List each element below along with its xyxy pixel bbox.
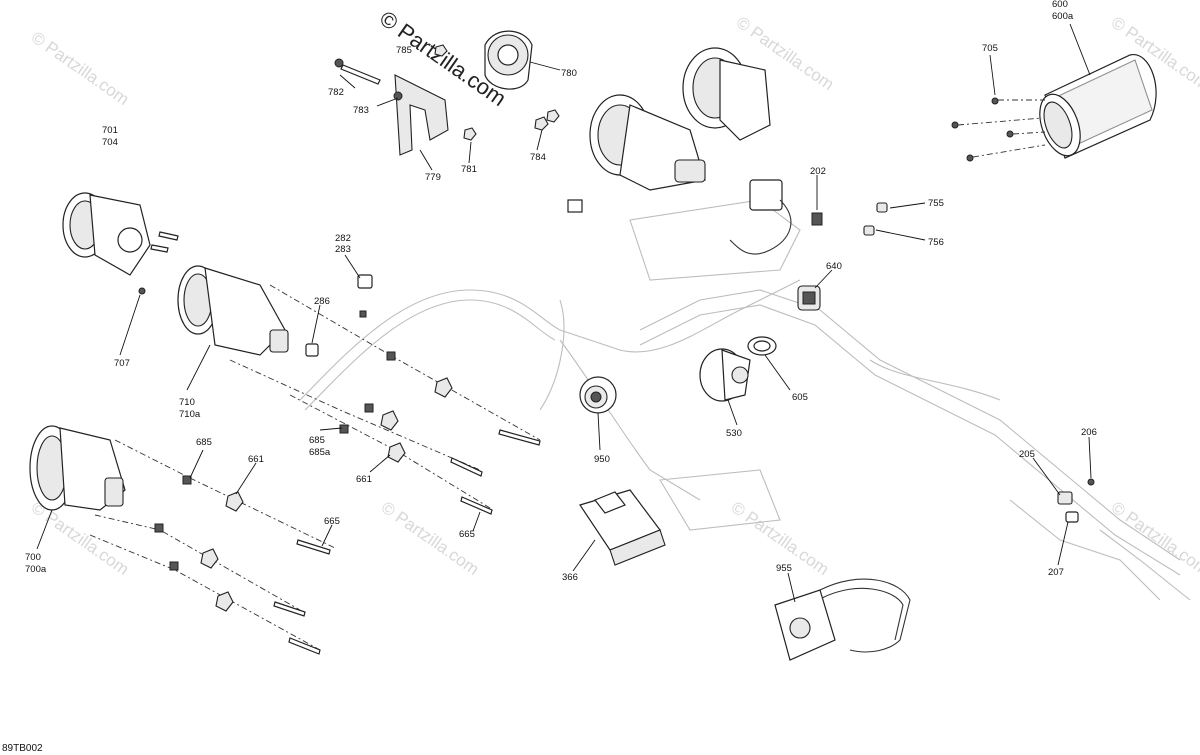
part-755-756-bulbs[interactable] [863,202,888,236]
leader-lines [36,23,1092,603]
part-950-socket[interactable] [579,376,617,414]
label-701: 701 [102,125,118,136]
part-366-module[interactable] [579,489,666,566]
part-780-bracket-light[interactable] [484,30,533,90]
label-685-top: 685 [196,437,212,448]
label-207: 207 [1048,567,1064,578]
label-661-a: 661 [248,454,264,465]
label-605: 605 [792,392,808,403]
part-headlamp-assembly-top[interactable] [567,47,771,213]
part-202-connector[interactable] [729,179,823,255]
part-782-bolt[interactable] [334,58,381,85]
part-605-ring[interactable] [747,336,777,356]
label-785: 785 [396,45,412,56]
label-366: 366 [562,572,578,583]
label-780: 780 [561,68,577,79]
label-705: 705 [982,43,998,54]
label-784: 784 [530,152,546,163]
part-530-lamp[interactable] [699,348,751,402]
label-710a: 710a [179,409,201,420]
part-286-clip[interactable] [305,343,319,357]
watermark-faint: © Partzilla.com [1108,498,1200,579]
label-707: 707 [114,358,130,369]
label-661-b: 661 [356,474,372,485]
part-781-784-nuts[interactable] [434,44,560,141]
part-600-cover[interactable] [1032,54,1157,162]
part-701-lamp-housing[interactable] [62,192,179,295]
label-710: 710 [179,397,195,408]
part-labels: 600 600a 705 785 780 782 783 781 784 779… [25,0,1097,583]
label-665-a: 665 [324,516,340,527]
label-202: 202 [810,166,826,177]
part-779-bracket[interactable] [393,74,449,156]
part-282-283-clip[interactable] [357,274,373,318]
label-206: 206 [1081,427,1097,438]
label-665-b: 665 [459,529,475,540]
part-700-lamp[interactable] [29,425,126,511]
assembly-lines-710 [229,284,541,515]
label-600: 600 [1052,0,1068,10]
wiring-harness [299,199,1191,601]
label-950: 950 [594,454,610,465]
label-756: 756 [928,237,944,248]
label-782: 782 [328,87,344,98]
part-640-connector[interactable] [797,285,821,311]
label-205: 205 [1019,449,1035,460]
label-283: 283 [335,244,351,255]
part-955-switch[interactable] [774,578,911,661]
assembly-lines-700 [89,439,336,655]
label-781: 781 [461,164,477,175]
part-710-lamp[interactable] [177,265,289,356]
label-685a: 685a [309,447,331,458]
label-783: 783 [353,105,369,116]
label-700a: 700a [25,564,47,575]
label-755: 755 [928,198,944,209]
part-705-screws[interactable] [951,97,1046,162]
label-282: 282 [335,233,351,244]
label-685: 685 [309,435,325,446]
label-640: 640 [826,261,842,272]
label-530: 530 [726,428,742,439]
watermark-faint: © Partzilla.com [28,28,133,109]
label-286: 286 [314,296,330,307]
part-205-207-clamp[interactable] [1057,478,1095,523]
label-704: 704 [102,137,118,148]
label-779: 779 [425,172,441,183]
label-955: 955 [776,563,792,574]
label-600a: 600a [1052,11,1074,22]
diagram-reference-code: 89TB002 [2,743,43,754]
label-700: 700 [25,552,41,563]
